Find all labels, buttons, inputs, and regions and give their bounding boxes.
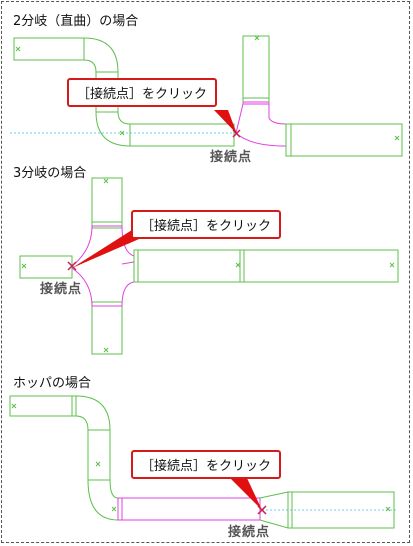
s1-connection-marker: [232, 129, 241, 138]
section-title-hopper: ホッパの場合: [13, 376, 92, 391]
callout-click-connection-point-3: ［接続点］をクリック: [131, 450, 282, 479]
callout-click-connection-point-2: ［接続点］をクリック: [131, 210, 282, 239]
section-title-3-branch: 3分岐の場合: [13, 166, 87, 181]
s1-pipe-right: [285, 123, 403, 157]
s2-branch-down: [91, 301, 123, 355]
s2-pipe-right: [133, 249, 399, 283]
s3-pipe-highlight: [117, 497, 261, 521]
section-title-2-branch: 2分岐（直曲）の場合: [13, 14, 139, 29]
s2-fitting-top: [71, 225, 135, 267]
s3-pipe-vert: [87, 429, 111, 481]
s1-branch-fitting: [235, 103, 287, 147]
s2-connection-marker: [67, 261, 77, 271]
section2-diagram: [19, 177, 399, 355]
s1-elbow-bottom: [95, 111, 131, 147]
s1-pipe-top: [13, 37, 85, 61]
s3-elbow-top: [75, 395, 111, 431]
s3-elbow-bottom: [87, 479, 119, 521]
s3-callout-arrow: [228, 476, 262, 510]
s1-pipe-bottom: [129, 123, 235, 147]
callout-click-connection-point-1: ［接続点］をクリック: [67, 78, 218, 107]
s1-branch-vert: [242, 35, 270, 105]
connection-point-label-2: 接続点: [40, 282, 83, 297]
s2-callout-arrow: [72, 230, 146, 268]
s2-pipe-left: [19, 255, 73, 279]
s3-pipe-top: [9, 395, 77, 417]
s2-fitting-bottom: [71, 267, 135, 307]
section3-diagram: [9, 395, 398, 529]
s1-elbow-top: [83, 37, 119, 73]
connection-point-label-3: 接続点: [228, 525, 271, 540]
s1-callout-arrow: [214, 110, 237, 134]
s2-branch-up: [91, 177, 123, 229]
s3-pipe-right: [287, 491, 395, 529]
connection-point-label-1: 接続点: [210, 150, 253, 165]
